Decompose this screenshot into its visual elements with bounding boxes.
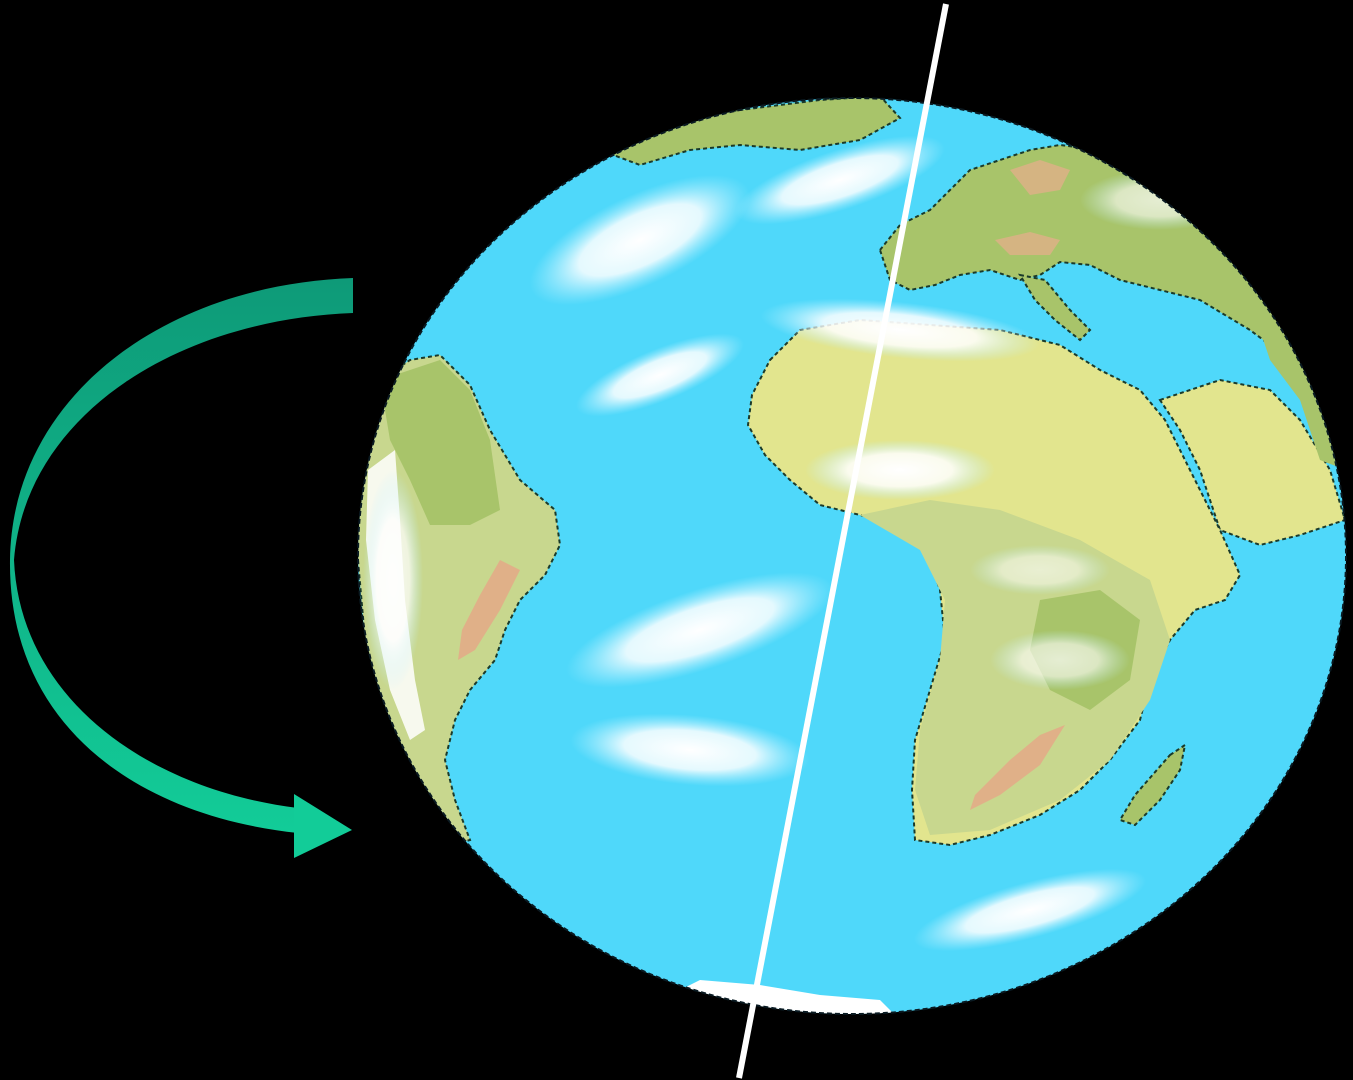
cloud (805, 440, 995, 500)
cloud (970, 545, 1110, 595)
earth-globe-icon (355, 96, 1346, 1020)
cloud (363, 470, 423, 690)
cloud (990, 630, 1130, 690)
